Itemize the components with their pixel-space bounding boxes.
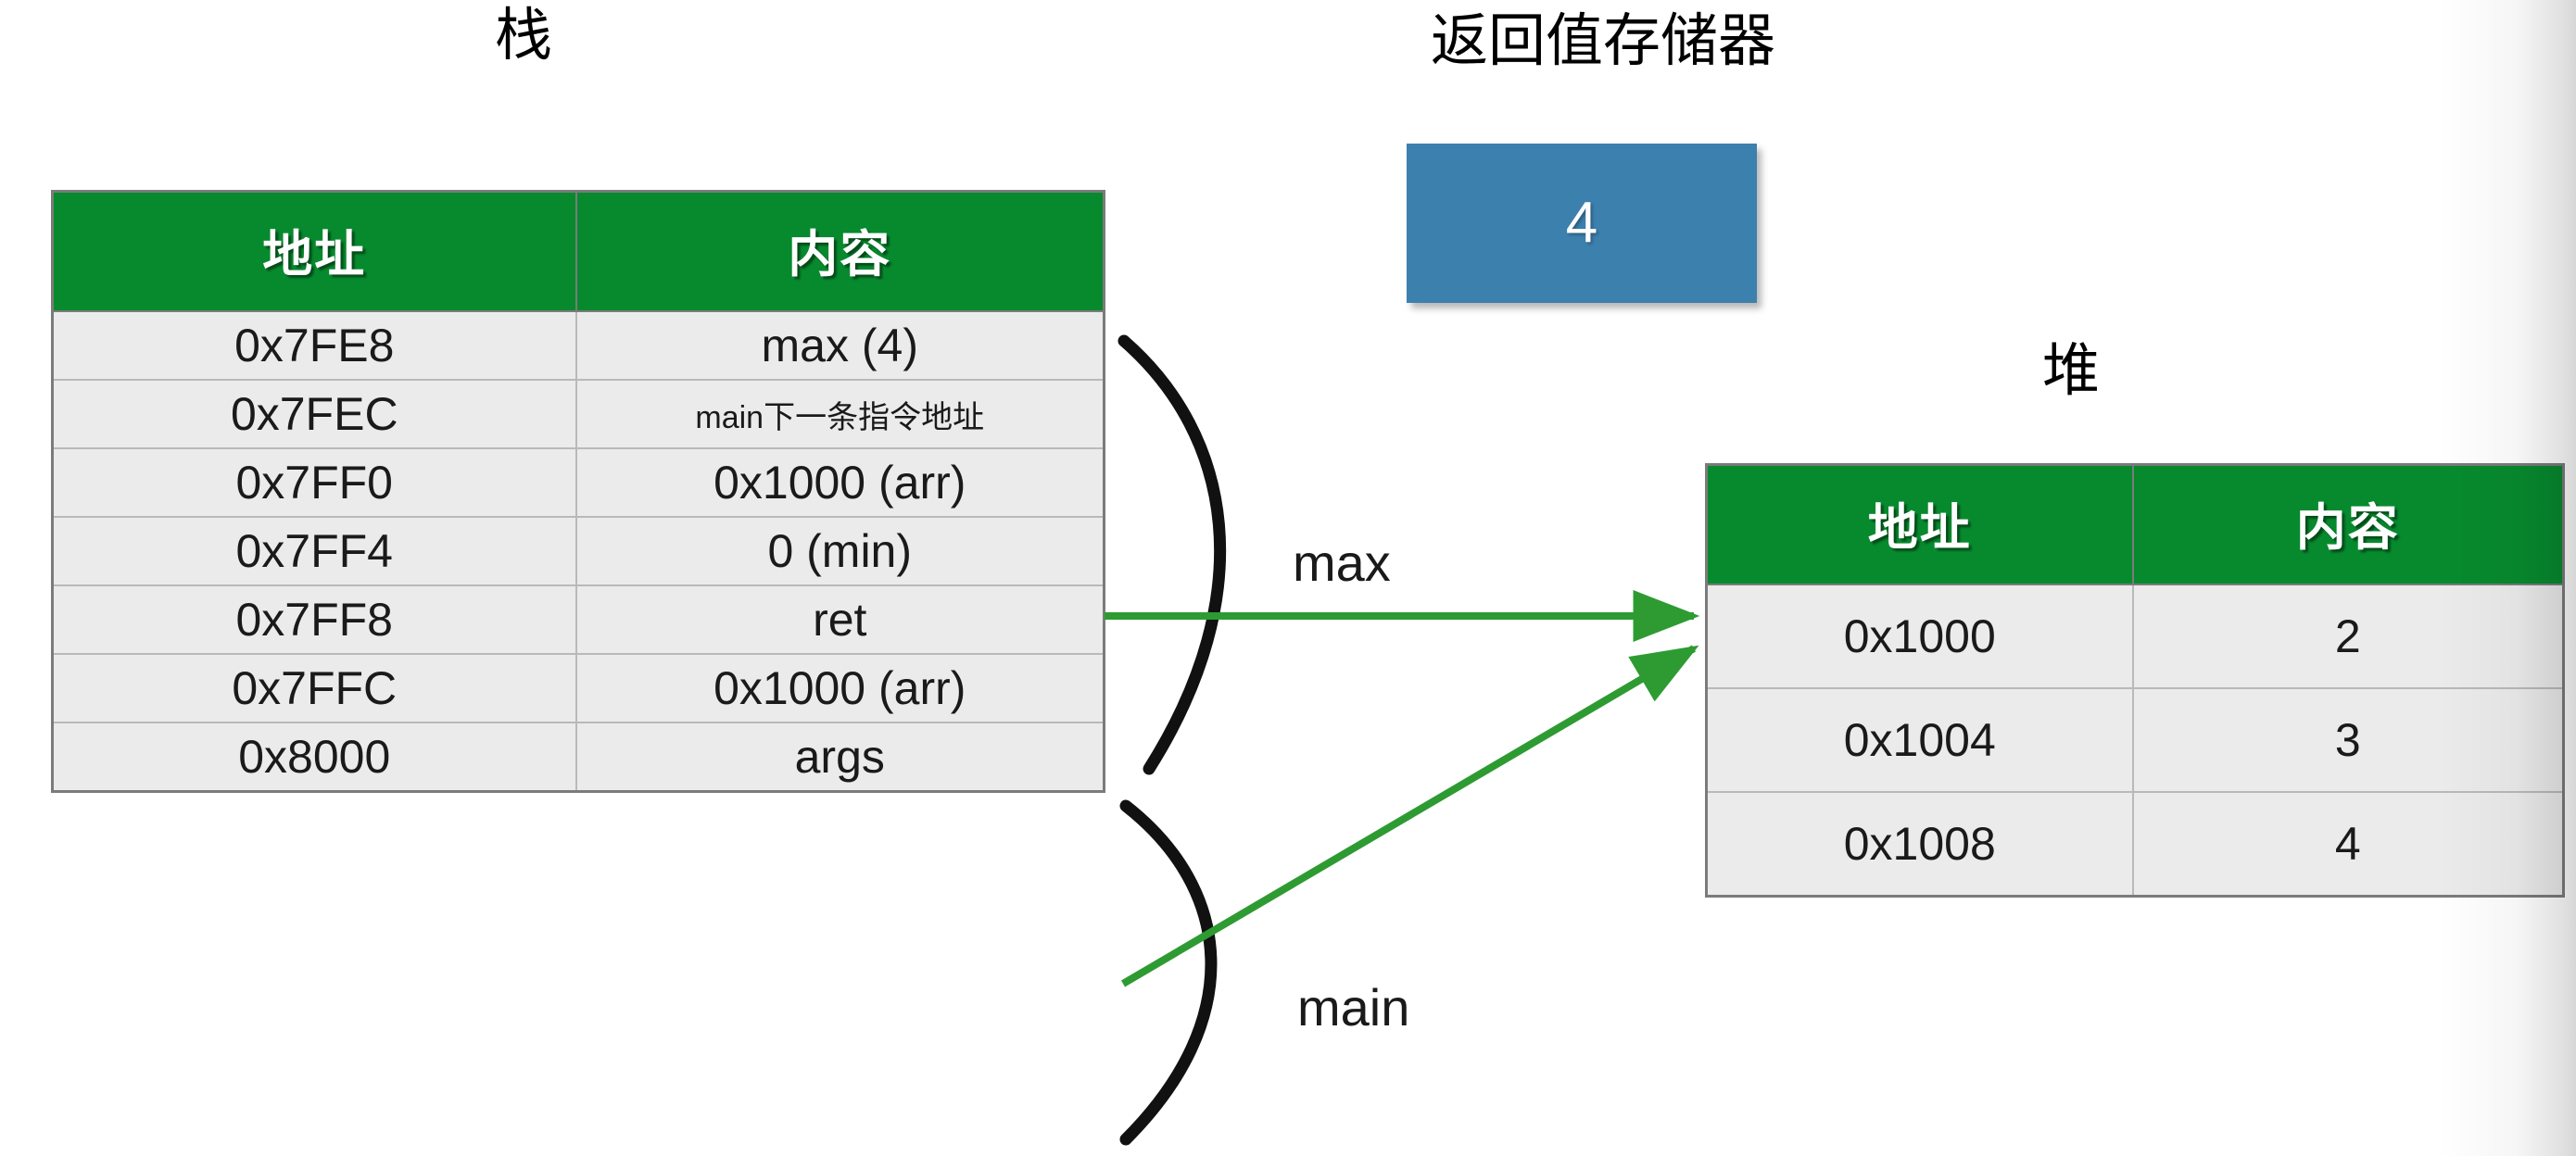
table-row: 0x8000 args <box>51 722 1105 793</box>
table-row: 0x1008 4 <box>1705 791 2565 898</box>
heap-cell-content: 2 <box>2131 584 2565 689</box>
heap-table-header-row: 地址 内容 <box>1705 463 2565 585</box>
table-row: 0x7FFC 0x1000 (arr) <box>51 653 1105 723</box>
table-row: 0x7FF0 0x1000 (arr) <box>51 447 1105 518</box>
heap-cell-address: 0x1008 <box>1705 791 2134 898</box>
stack-cell-address: 0x7FFC <box>51 653 577 723</box>
main-frame-brace <box>1119 799 1218 1146</box>
stack-cell-address: 0x8000 <box>51 722 577 793</box>
retval-value: 4 <box>1565 191 1598 255</box>
max-frame-label: max <box>1293 534 1391 592</box>
stack-caption: 栈 <box>494 4 552 68</box>
heap-cell-content: 4 <box>2131 791 2565 898</box>
heap-cell-address: 0x1000 <box>1705 584 2134 689</box>
heap-cell-content: 3 <box>2131 687 2565 793</box>
heap-header-address: 地址 <box>1705 463 2134 585</box>
stack-cell-address: 0x7FE8 <box>51 310 577 381</box>
table-row: 0x1000 2 <box>1705 584 2565 689</box>
heap-cell-address: 0x1004 <box>1705 687 2134 793</box>
retval-storage-box: 4 <box>1407 144 1757 303</box>
stack-cell-content: args <box>575 722 1105 793</box>
heap-header-content: 内容 <box>2131 463 2565 585</box>
stack-cell-content: 0x1000 (arr) <box>575 447 1105 518</box>
heap-table: 地址 内容 0x1000 2 0x1004 3 0x1008 4 <box>1705 463 2565 898</box>
stack-cell-content: 0x1000 (arr) <box>575 653 1105 723</box>
stack-cell-content: 0 (min) <box>575 516 1105 586</box>
arr-pointer-arrow-main <box>1120 645 1699 987</box>
main-frame-label: main <box>1297 978 1410 1037</box>
stack-header-address: 地址 <box>51 190 577 312</box>
heap-caption: 堆 <box>2041 339 2100 403</box>
table-row: 0x7FF4 0 (min) <box>51 516 1105 586</box>
table-row: 0x7FEC main下一条指令地址 <box>51 379 1105 449</box>
stack-cell-address: 0x7FF8 <box>51 584 577 655</box>
stack-cell-content: main下一条指令地址 <box>575 379 1105 449</box>
stack-header-content: 内容 <box>575 190 1105 312</box>
stack-cell-address: 0x7FF4 <box>51 516 577 586</box>
max-frame-brace <box>1118 334 1227 775</box>
retval-store-caption: 返回值存储器 <box>1430 9 1775 73</box>
table-row: 0x7FF8 ret <box>51 584 1105 655</box>
stack-table-header-row: 地址 内容 <box>51 190 1105 312</box>
stack-cell-content: ret <box>575 584 1105 655</box>
stack-cell-content: max (4) <box>575 310 1105 381</box>
table-row: 0x7FE8 max (4) <box>51 310 1105 381</box>
stack-table: 地址 内容 0x7FE8 max (4) 0x7FEC main下一条指令地址 … <box>51 190 1105 793</box>
stack-cell-address: 0x7FF0 <box>51 447 577 518</box>
stack-cell-address: 0x7FEC <box>51 379 577 449</box>
table-row: 0x1004 3 <box>1705 687 2565 793</box>
